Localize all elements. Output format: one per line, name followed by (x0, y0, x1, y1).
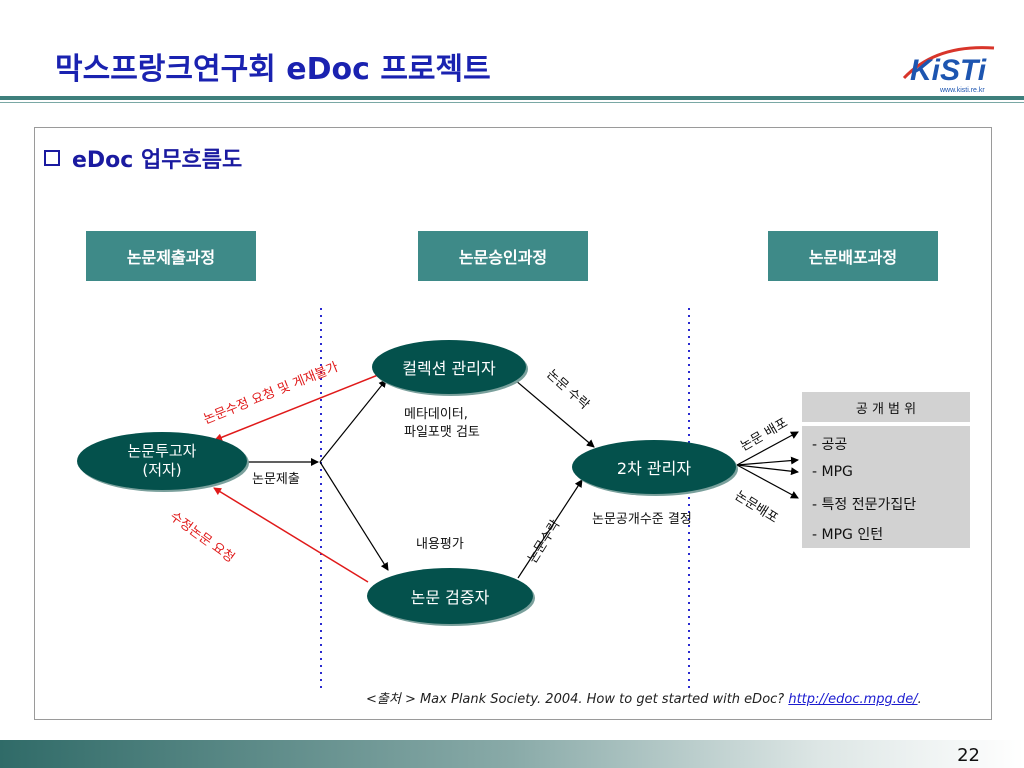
scope-list: - 공공 - MPG - 특정 전문가집단 - MPG 인턴 (802, 426, 970, 548)
label-metadata: 메타데이터, (404, 407, 468, 422)
scope-header: 공 개 범 위 (802, 392, 970, 422)
label-disclosure-level: 논문공개수준 결정 (592, 512, 692, 527)
checkbox-bullet-icon (44, 150, 60, 166)
source-suffix: . (917, 692, 922, 707)
arrow-fork-to-reviewer (319, 461, 389, 571)
section-heading-text: eDoc 업무흐름도 (72, 148, 243, 173)
scope-item: - MPG 인턴 (812, 527, 884, 543)
source-text: <출처 > Max Plank Society. 2004. How to ge… (366, 692, 789, 707)
kisti-logo: KiSTi www.kisti.re.kr (902, 46, 995, 94)
arrow-distribute-1 (736, 431, 799, 466)
content-frame (34, 127, 992, 720)
arrow-reviewer-to-second (517, 479, 583, 579)
scope-item: - MPG (812, 464, 853, 480)
logo-text: KiSTi (910, 54, 987, 87)
arrow-collection-to-second (514, 379, 595, 448)
second-manager-node: 2차 관리자 (572, 440, 736, 494)
footer-bar (0, 740, 1024, 768)
scope-item: - 공공 (812, 437, 848, 453)
label-submit: 논문제출 (252, 472, 300, 487)
page-title: 막스프랑크연구회 eDoc 프로젝트 (55, 52, 491, 87)
arrow-fork-to-collection (319, 379, 387, 463)
logo-url: www.kisti.re.kr (939, 87, 985, 94)
source-link[interactable]: http://edoc.mpg.de/ (788, 692, 918, 707)
phase-approval: 논문승인과정 (418, 231, 588, 281)
arrow-distribute-3 (736, 464, 799, 476)
source-citation: <출처 > Max Plank Society. 2004. How to ge… (366, 688, 922, 707)
author-node-sublabel: (저자) (142, 461, 182, 479)
label-content-review: 내용평가 (416, 537, 464, 552)
phase-submission: 논문제출과정 (86, 231, 256, 281)
collection-manager-node: 컬렉션 관리자 (372, 340, 526, 394)
section-heading: eDoc 업무흐름도 (44, 142, 242, 174)
author-node: 논문투고자 (저자) (77, 432, 247, 490)
page-number: 22 (957, 745, 980, 766)
reviewer-node: 논문 검증자 (367, 568, 533, 624)
author-node-label: 논문투고자 (127, 442, 197, 460)
label-fileformat: 파일포맷 검토 (404, 425, 480, 440)
arrow-reviewer-to-author (213, 487, 369, 583)
arrow-distribute-2 (736, 456, 799, 466)
arrow-distribute-4 (736, 464, 799, 499)
header-rule (0, 96, 1024, 100)
header-rule-thin (0, 102, 1024, 103)
arrow-collection-to-author (214, 374, 379, 442)
scope-item: - 특정 전문가집단 (812, 497, 917, 513)
phase-distribution: 논문배포과정 (768, 231, 938, 281)
